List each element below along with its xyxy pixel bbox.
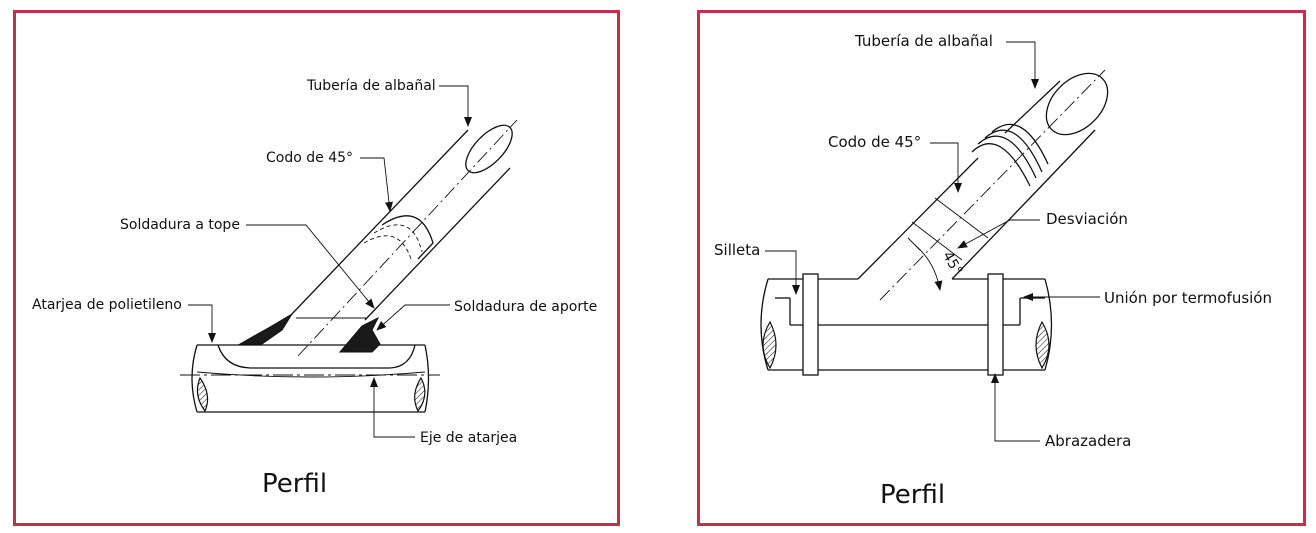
right-label-desviacion: Desviación	[1046, 210, 1128, 228]
right-label-union: Unión por termofusión	[1104, 289, 1272, 307]
left-label-eje: Eje de atarjea	[420, 430, 517, 446]
left-branch-pipe	[289, 119, 518, 357]
left-butt-weld-left	[238, 313, 293, 345]
right-label-tuberia: Tubería de albañal	[854, 32, 993, 50]
left-label-codo: Codo de 45°	[266, 150, 353, 166]
right-diagram-panel	[697, 10, 1306, 526]
right-clamp-left	[802, 273, 819, 376]
left-caption: Perfil	[262, 469, 327, 499]
right-drawing: Tubería de albañal Codo de 45° Desviació…	[714, 32, 1272, 510]
right-leaders	[765, 41, 1100, 442]
left-diagram-panel	[13, 10, 620, 526]
left-main-pipe	[180, 344, 440, 413]
left-leaders	[188, 85, 472, 438]
right-caption: Perfil	[880, 480, 945, 510]
right-label-angulo: 45°	[939, 249, 965, 279]
left-label-soldadura-tope: Soldadura a tope	[120, 217, 240, 233]
right-label-silleta: Silleta	[714, 241, 760, 259]
right-branch-pipe	[857, 69, 1109, 301]
left-drawing: Tubería de albañal Codo de 45° Soldadura…	[32, 78, 597, 499]
right-label-abrazadera: Abrazadera	[1045, 432, 1131, 450]
right-clamp-right	[987, 273, 1004, 376]
right-label-codo: Codo de 45°	[828, 133, 921, 151]
left-label-atarjea: Atarjea de polietileno	[32, 297, 182, 313]
left-fill-weld-right	[338, 316, 381, 353]
left-label-tuberia: Tubería de albañal	[306, 78, 436, 94]
left-label-soldadura-aporte: Soldadura de aporte	[454, 299, 597, 315]
